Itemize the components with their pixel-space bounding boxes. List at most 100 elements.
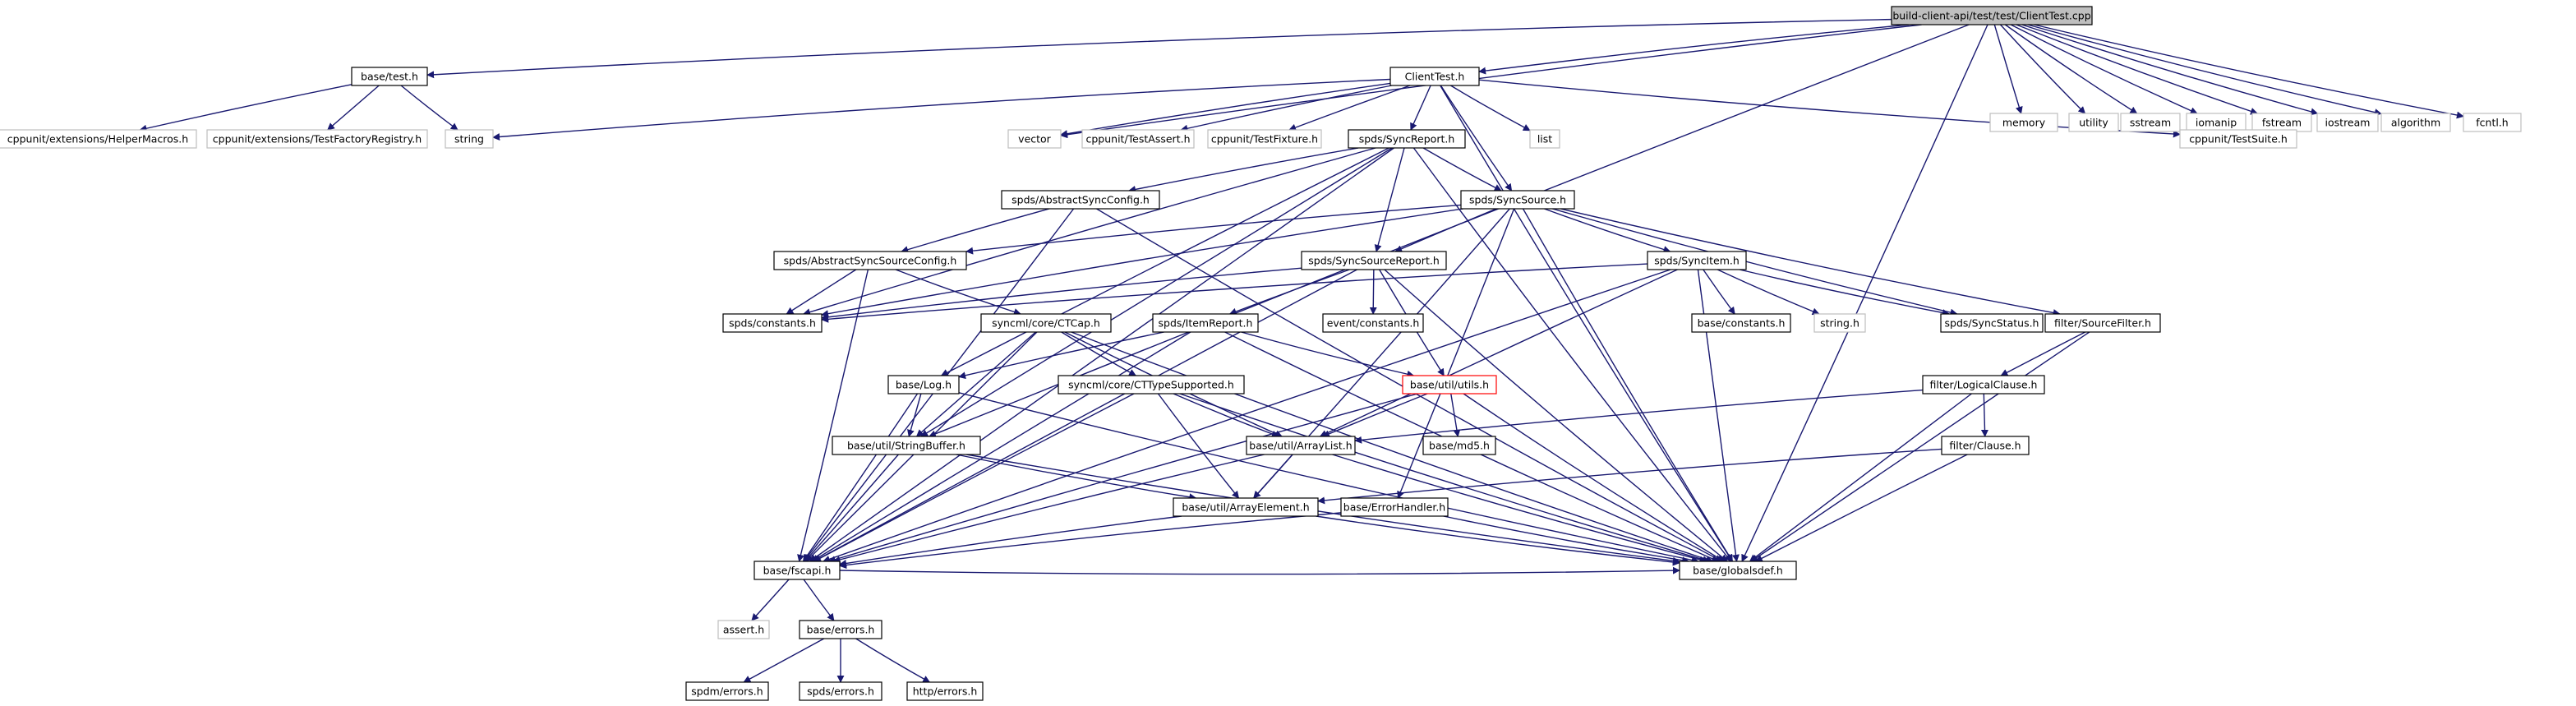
- node-eventconstants[interactable]: event/constants.h: [1322, 313, 1424, 333]
- node-baseconstants[interactable]: base/constants.h: [1691, 313, 1791, 333]
- node-box: [832, 436, 981, 455]
- node-label: iomanip: [2196, 117, 2237, 129]
- node-arrayelement[interactable]: base/util/ArrayElement.h: [1173, 497, 1319, 517]
- node-label: cppunit/TestAssert.h: [1086, 133, 1191, 145]
- node-log[interactable]: base/Log.h: [887, 375, 960, 395]
- node-box: [1989, 113, 2058, 132]
- node-box: [906, 681, 984, 701]
- node-stringbuffer[interactable]: base/util/StringBuffer.h: [832, 436, 981, 455]
- include-edge: [2016, 24, 2258, 115]
- node-box: [717, 620, 770, 639]
- include-edge: [802, 393, 919, 562]
- node-algorithm: algorithm: [2380, 113, 2451, 132]
- node-cttypesupported[interactable]: syncml/core/CTTypeSupported.h: [1058, 375, 1245, 395]
- node-box: [1922, 375, 2045, 395]
- node-label: base/util/ArrayList.h: [1249, 440, 1352, 452]
- node-label: base/util/StringBuffer.h: [847, 440, 965, 452]
- include-edge: [1450, 85, 1531, 132]
- node-constants[interactable]: spds/constants.h: [722, 313, 823, 333]
- node-stringh: string.h: [1813, 313, 1866, 333]
- node-box: [753, 561, 841, 580]
- node-box: [1389, 67, 1480, 86]
- include-edge: [821, 263, 1648, 323]
- node-root[interactable]: build-client-api/test/test/ClientTest.cp…: [1891, 6, 2093, 25]
- include-edge: [1443, 515, 1690, 565]
- include-edge: [940, 147, 1389, 376]
- node-abstractsyncsourceconfig[interactable]: spds/AbstractSyncSourceConfig.h: [773, 251, 967, 270]
- include-edge: [827, 393, 1418, 564]
- include-edge: [1374, 147, 1405, 252]
- node-layer: build-client-api/test/test/ClientTest.cp…: [0, 6, 2522, 701]
- include-edge: [803, 579, 835, 621]
- node-label: spds/SyncSourceReport.h: [1308, 255, 1440, 267]
- node-arraylist[interactable]: base/util/ArrayList.h: [1246, 436, 1356, 455]
- node-testassert: cppunit/TestAssert.h: [1081, 129, 1195, 149]
- node-iomanip: iomanip: [2186, 113, 2247, 132]
- node-base_test[interactable]: base/test.h: [351, 67, 428, 86]
- node-sourcefilter[interactable]: filter/SourceFilter.h: [2044, 313, 2161, 333]
- node-label: spds/AbstractSyncConfig.h: [1012, 194, 1150, 206]
- include-edge: [811, 331, 1191, 562]
- include-edge: [1173, 393, 1279, 438]
- node-box: [2068, 113, 2119, 132]
- node-box: [1402, 375, 1497, 395]
- node-syncreport[interactable]: spds/SyncReport.h: [1348, 129, 1466, 149]
- node-label: filter/SourceFilter.h: [2054, 317, 2151, 330]
- node-abstractsyncconfig[interactable]: spds/AbstractSyncConfig.h: [1001, 190, 1160, 210]
- node-errors[interactable]: base/errors.h: [799, 620, 882, 639]
- node-box: [0, 129, 197, 149]
- node-list: list: [1529, 129, 1560, 149]
- node-box: [2316, 113, 2379, 132]
- include-edge: [832, 454, 1265, 564]
- node-spdmerrors[interactable]: spdm/errors.h: [685, 681, 769, 701]
- node-label: cppunit/extensions/TestFactoryRegistry.h: [213, 133, 422, 145]
- node-label: string.h: [1820, 317, 1859, 330]
- node-label: base/errors.h: [807, 624, 875, 636]
- node-label: filter/LogicalClause.h: [1930, 379, 2038, 391]
- node-box: [2044, 313, 2161, 333]
- node-utility: utility: [2068, 113, 2119, 132]
- node-box: [1891, 6, 2093, 25]
- node-label: sstream: [2130, 117, 2171, 129]
- include-edge: [895, 269, 1021, 316]
- include-edge: [1703, 269, 1735, 315]
- node-syncsource[interactable]: spds/SyncSource.h: [1460, 190, 1575, 210]
- node-box: [887, 375, 960, 395]
- node-vector: vector: [1007, 129, 1062, 149]
- node-ctcap[interactable]: syncml/core/CTCap.h: [980, 313, 1112, 333]
- node-utils[interactable]: base/util/utils.h: [1402, 375, 1497, 395]
- include-edge: [1440, 85, 1513, 191]
- include-edge: [327, 85, 380, 131]
- node-globalsdef[interactable]: base/globalsdef.h: [1679, 561, 1797, 580]
- node-errorhandler[interactable]: base/ErrorHandler.h: [1340, 497, 1449, 517]
- node-logicalclause[interactable]: filter/LogicalClause.h: [1922, 375, 2045, 395]
- node-box: [722, 313, 823, 333]
- include-edge: [1060, 24, 1922, 139]
- include-edge: [1993, 24, 2023, 114]
- node-httperrors[interactable]: http/errors.h: [906, 681, 984, 701]
- node-clause[interactable]: filter/Clause.h: [1941, 436, 2030, 455]
- node-label: syncml/core/CTTypeSupported.h: [1068, 379, 1234, 391]
- include-edge: [1754, 454, 1968, 562]
- node-box: [1813, 313, 1866, 333]
- node-box: [1529, 129, 1560, 149]
- include-edge: [839, 515, 1182, 567]
- node-label: spds/AbstractSyncSourceConfig.h: [784, 255, 957, 267]
- node-label: base/test.h: [361, 71, 418, 83]
- node-spdserrors[interactable]: spds/errors.h: [799, 681, 882, 701]
- node-syncstatus[interactable]: spds/SyncStatus.h: [1940, 313, 2044, 333]
- node-syncsourcereport[interactable]: spds/SyncSourceReport.h: [1301, 251, 1447, 270]
- include-edge: [1422, 147, 1502, 191]
- node-md5[interactable]: base/md5.h: [1422, 436, 1496, 455]
- include-edge: [2000, 331, 2086, 376]
- include-edge: [1463, 393, 1725, 562]
- node-fscapi[interactable]: base/fscapi.h: [753, 561, 841, 580]
- include-edge: [966, 454, 1680, 565]
- include-edge: [1750, 331, 2090, 562]
- node-box: [2179, 129, 2297, 149]
- include-edge: [1253, 454, 1293, 499]
- node-itemreport[interactable]: spds/ItemReport.h: [1152, 313, 1259, 333]
- node-syncitem[interactable]: spds/SyncItem.h: [1647, 251, 1747, 270]
- node-label: spds/SyncReport.h: [1359, 133, 1455, 145]
- node-clienttest_h[interactable]: ClientTest.h: [1389, 67, 1480, 86]
